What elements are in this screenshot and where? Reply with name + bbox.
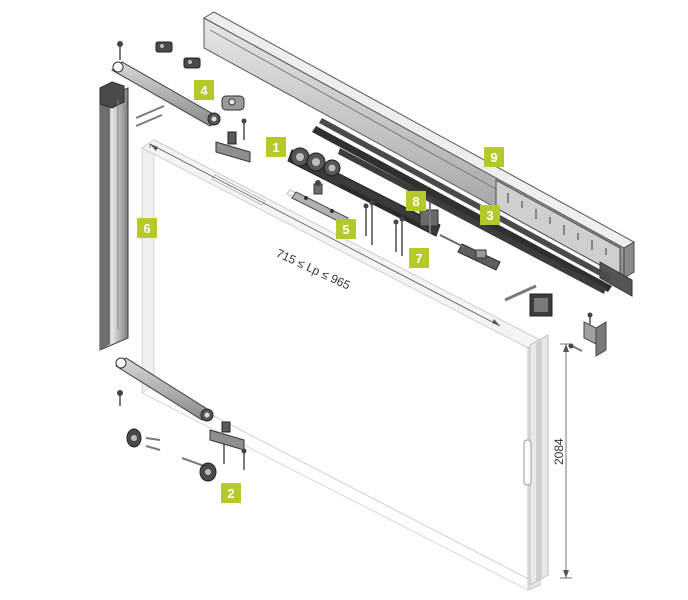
stopper-unit (439, 234, 501, 271)
top-mount-plate (215, 131, 251, 163)
callout-8: 8 (406, 191, 426, 211)
bottom-pivot-arm (115, 357, 214, 422)
top-rail (202, 11, 636, 297)
callout-5: 5 (336, 219, 356, 239)
track-profiles (312, 118, 612, 294)
height-dimension-label: 2084 (552, 438, 566, 465)
roller-carriage (287, 147, 441, 237)
side-post-profile (99, 81, 129, 351)
callout-1: 1 (266, 137, 286, 157)
callout-2: 2 (221, 483, 241, 503)
rail-end-clip (504, 284, 553, 317)
angle-bracket (583, 312, 607, 357)
callout-9: 9 (484, 147, 504, 167)
top-clip-pieces (155, 41, 245, 111)
handle-slot (523, 439, 532, 486)
width-dimension-line (149, 143, 501, 327)
callout-7: 7 (409, 248, 429, 268)
top-pivot-arm (111, 61, 221, 127)
callout-6: 6 (137, 218, 157, 238)
callout-3: 3 (480, 205, 500, 225)
bottom-mount-plate (209, 421, 245, 451)
mounting-screws (365, 200, 431, 256)
small-screw (568, 343, 583, 352)
height-dimension-line (560, 343, 572, 579)
callout-4: 4 (194, 80, 214, 100)
bottom-hinge-pieces (126, 428, 217, 482)
